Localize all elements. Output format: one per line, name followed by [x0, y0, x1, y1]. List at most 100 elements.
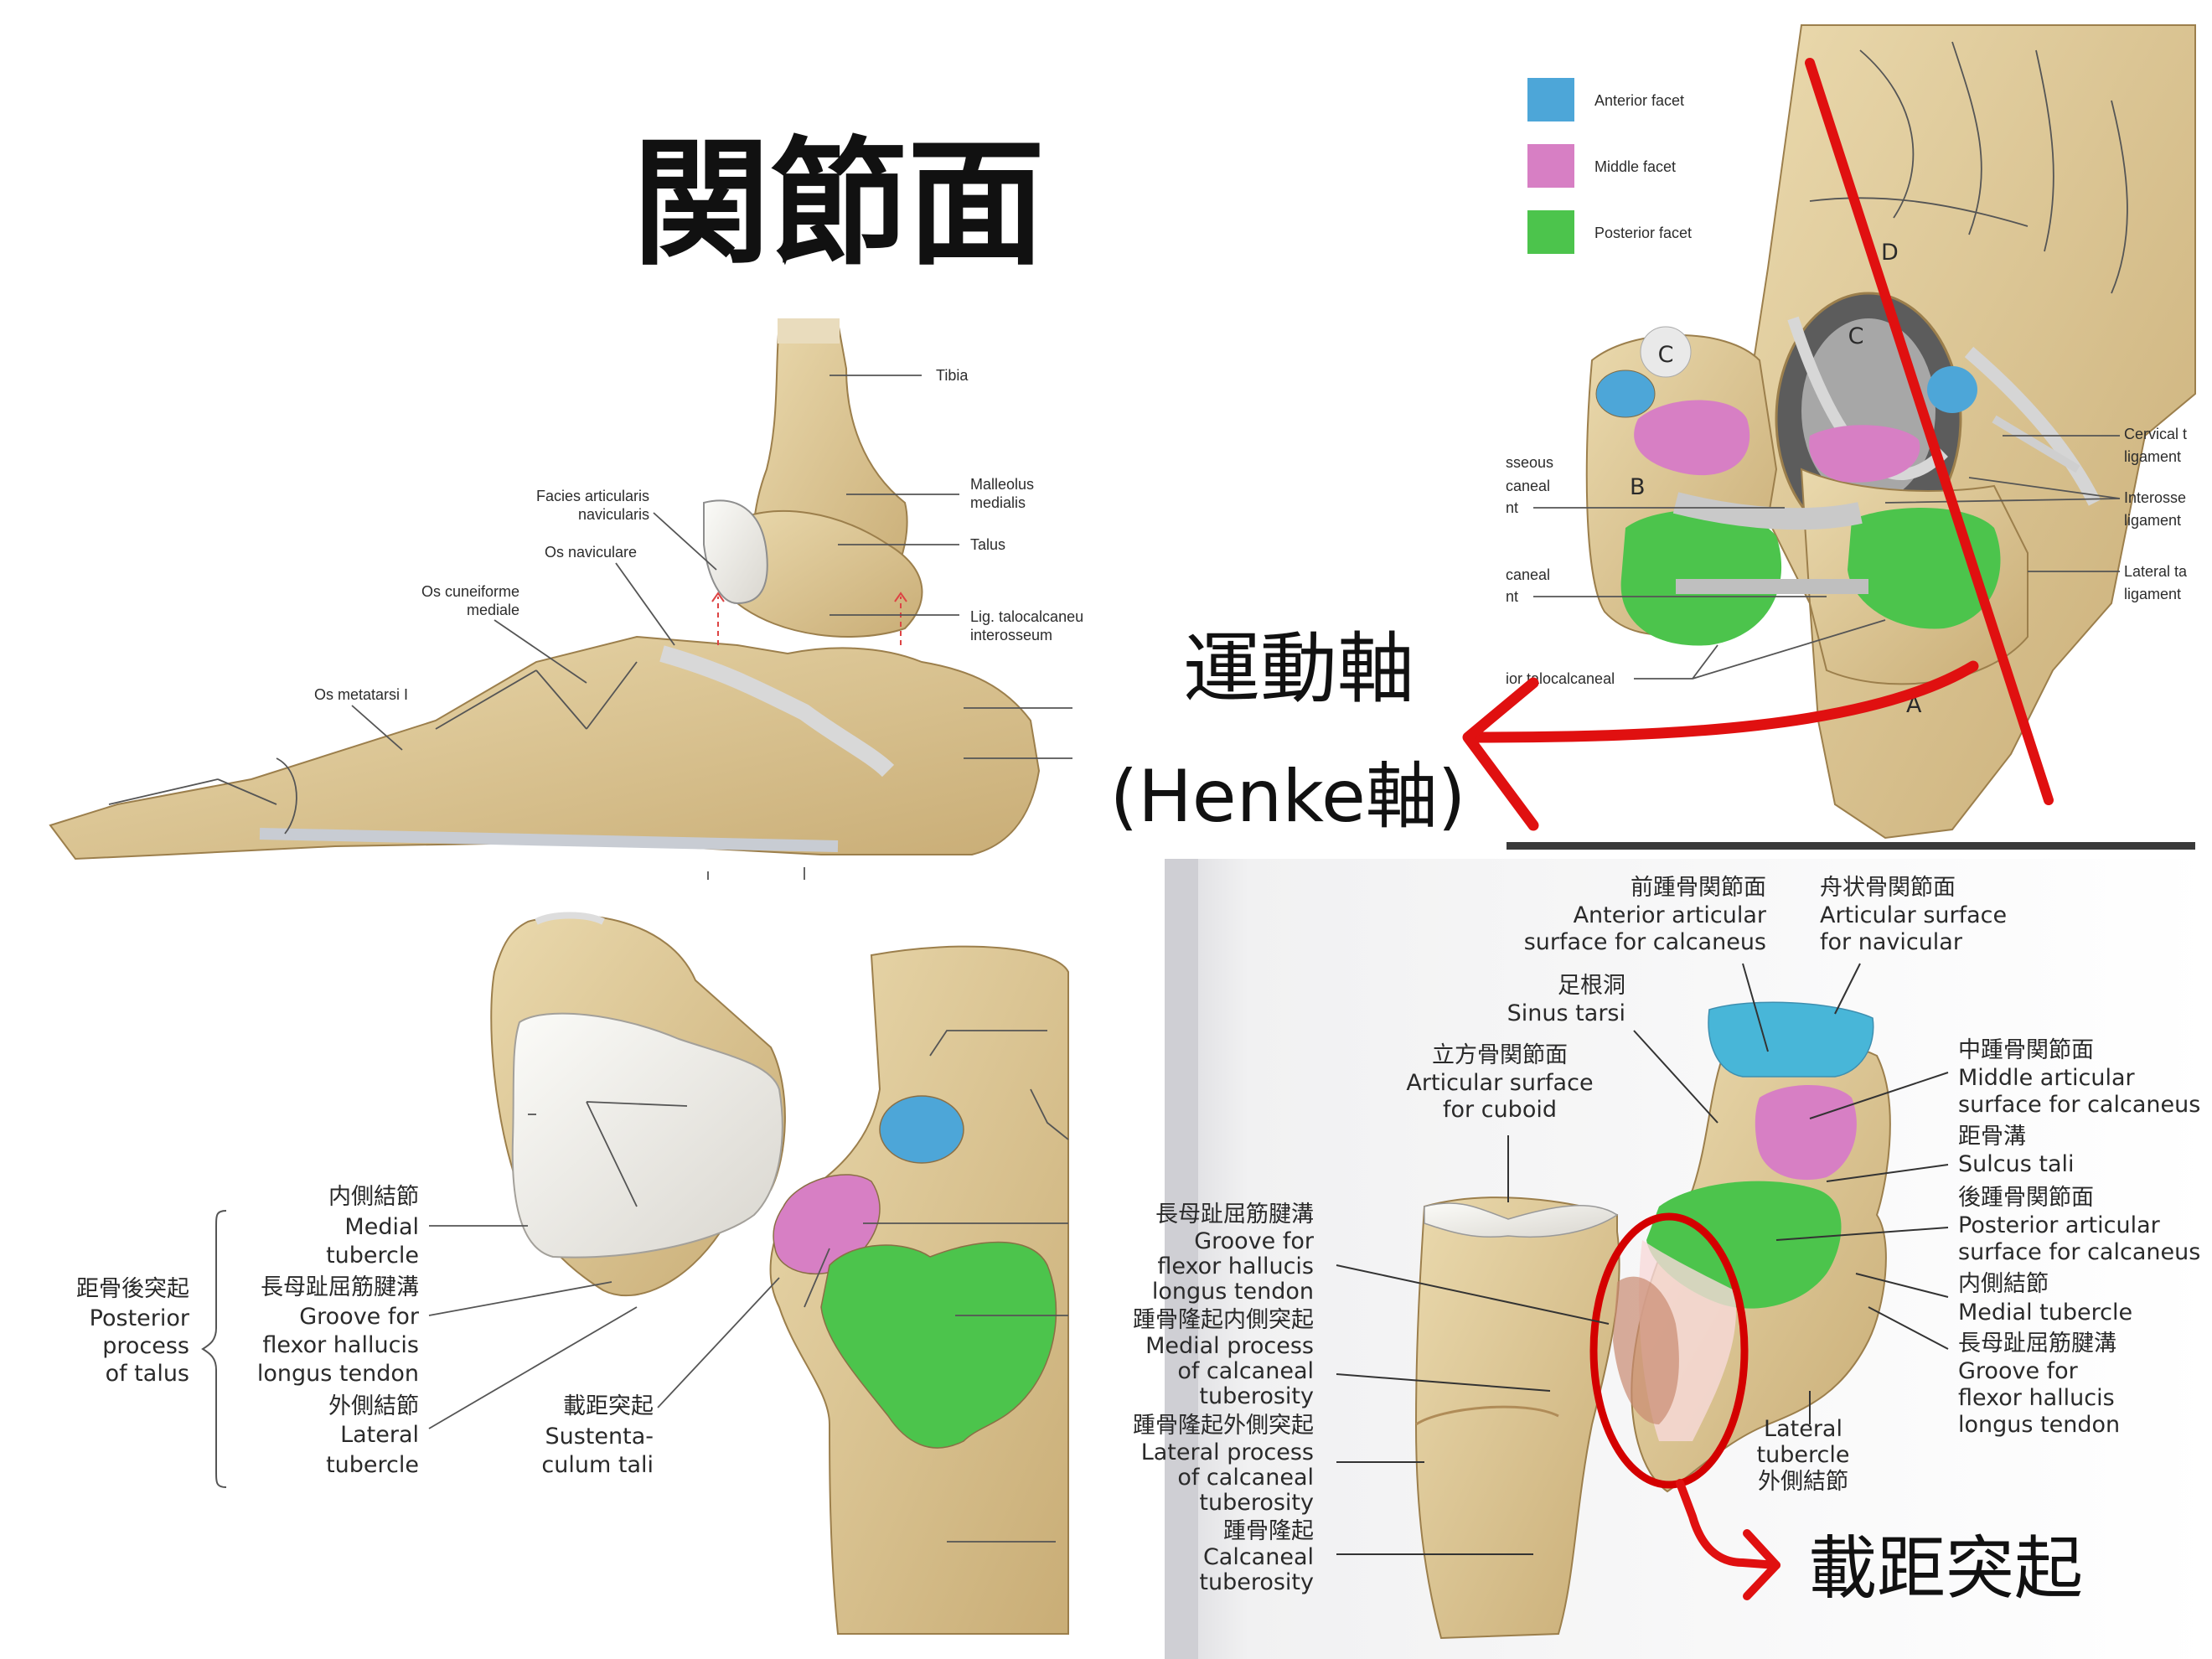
bl-lateral-1: Lateral: [340, 1422, 419, 1448]
br-lat-jp: 外側結節: [1758, 1469, 1848, 1495]
bl-groove-3: longus tendon: [257, 1361, 419, 1387]
facet-legend: Anterior facet Middle facet Posterior fa…: [1527, 78, 1692, 254]
henke-axis-line: [1805, 58, 2054, 805]
br-lp-jp: 踵骨隆起外側突起: [1133, 1413, 1314, 1439]
br-sulcus-jp: 距骨溝: [1958, 1124, 2026, 1150]
br-cuboid-jp: 立方骨関節面: [1432, 1042, 1568, 1068]
legend-swatch-anterior: [1527, 78, 1574, 121]
br-mp-2: of calcaneal: [1177, 1358, 1314, 1384]
br-ct-1: Calcaneal: [1203, 1544, 1314, 1570]
legend-swatch-posterior: [1527, 210, 1574, 254]
posterior-facet-left: [1620, 509, 1782, 646]
br-mid-1: Middle articular: [1958, 1065, 2136, 1091]
br-lp-3: tuberosity: [1199, 1490, 1314, 1516]
label-c-left: C: [1658, 342, 1674, 368]
br-nav-1: Articular surface: [1820, 902, 2007, 928]
label-cuneiforme-1: Os cuneiforme: [421, 583, 519, 600]
br-grv-3: longus tendon: [1958, 1412, 2120, 1438]
label-malleolus-2: medialis: [970, 494, 1026, 511]
br-cuboid-2: for cuboid: [1443, 1097, 1557, 1123]
anterior-facet-right: [1927, 366, 1977, 413]
page-title: 関節面: [633, 124, 1045, 284]
bl-sustent-1: Sustenta-: [545, 1424, 654, 1450]
label-talocalcaneal: ior talocalcaneal: [1506, 670, 1615, 687]
br-ct-jp: 踵骨隆起: [1223, 1518, 1314, 1544]
subtalar-panel: C C B A D Anterior facet Middle facet Po…: [1504, 24, 2196, 850]
bl-lateral-2: tubercle: [326, 1452, 419, 1478]
br-grv-1: Groove for: [1958, 1358, 2079, 1384]
legend-label-anterior: Anterior facet: [1594, 92, 1684, 109]
br-lg-1: Groove for: [1194, 1228, 1315, 1254]
br-ant-2: surface for calcaneus: [1524, 929, 1766, 955]
label-interosse-2: ligament: [2124, 512, 2181, 529]
callout-label: 載距突起: [1808, 1529, 2083, 1609]
legend-label-posterior: Posterior facet: [1594, 225, 1692, 241]
br-mid-jp: 中踵骨関節面: [1958, 1037, 2094, 1063]
label-os-metatarsi: Os metatarsi I: [314, 686, 408, 703]
label-cervical-1: Cervical t: [2124, 426, 2187, 442]
bl-medial-1: Medial: [344, 1214, 419, 1240]
posterior-process-bracket: [201, 1210, 227, 1488]
bl-medial-2: tubercle: [326, 1243, 419, 1269]
label-interosseous-3: nt: [1506, 499, 1518, 516]
br-mid-2: surface for calcaneus: [1958, 1092, 2200, 1118]
talus-trochlea: [511, 1012, 783, 1258]
sustentaculum-circle: [1589, 1212, 1749, 1489]
bl-groove-2: flexor hallucis: [262, 1332, 419, 1358]
label-interosseous-2: caneal: [1506, 478, 1550, 494]
label-malleolus-1: Malleolus: [970, 476, 1034, 493]
label-cuneiforme-2: mediale: [467, 602, 519, 618]
label-talus: Talus: [970, 536, 1005, 553]
br-cuboid-1: Articular surface: [1406, 1070, 1593, 1096]
label-lateral-ta-2: ligament: [2124, 586, 2181, 602]
br-lg-2: flexor hallucis: [1157, 1253, 1314, 1279]
anterior-facet-left: [1595, 370, 1656, 418]
br-lg-3: longus tendon: [1152, 1279, 1314, 1305]
label-calcaneal-2: nt: [1506, 588, 1518, 605]
label-c-right: C: [1848, 323, 1864, 349]
br-grv-jp: 長母趾屈筋腱溝: [1958, 1331, 2116, 1357]
legend-label-middle: Middle facet: [1594, 158, 1676, 175]
br-lat-2: tubercle: [1757, 1442, 1850, 1468]
label-facies-2: navicularis: [578, 506, 649, 523]
label-facies-1: Facies articularis: [536, 488, 649, 504]
axis-label-sub: (Henke軸): [1110, 755, 1466, 839]
posterior-facet-bl: [820, 1241, 1057, 1449]
bl-lateral-jp: 外側結節: [328, 1393, 419, 1419]
bl-medial-jp: 内側結節: [328, 1184, 419, 1210]
br-sinus-jp: 足根洞: [1558, 973, 1625, 999]
anterior-articular-surface: [1708, 1001, 1874, 1078]
bl-groove-jp: 長母趾屈筋腱溝: [261, 1274, 419, 1300]
label-interosseous-1: sseous: [1506, 454, 1553, 471]
br-ant-jp: 前踵骨関節面: [1631, 875, 1766, 901]
br-mp-1: Medial process: [1145, 1333, 1314, 1359]
label-calcaneal-1: caneal: [1506, 566, 1550, 583]
talus-calcaneus-posterior-diagram: 内側結節 Medial tubercle 長母趾屈筋腱溝 Groove for …: [76, 912, 1069, 1635]
medial-foot-diagram: Tibia Malleolus medialis Talus Facies ar…: [49, 318, 1083, 880]
legend-swatch-middle: [1527, 144, 1574, 188]
br-ct-2: tuberosity: [1199, 1569, 1314, 1595]
bl-sustent-2: culum tali: [541, 1452, 654, 1478]
bl-posterior-1: Posterior: [90, 1305, 190, 1331]
bl-posterior-jp: 距骨後突起: [76, 1276, 189, 1302]
br-lp-1: Lateral process: [1141, 1439, 1314, 1465]
br-grv-2: flexor hallucis: [1958, 1385, 2115, 1411]
anterior-facet-bl: [879, 1095, 964, 1164]
br-ant-1: Anterior articular: [1574, 902, 1767, 928]
label-lig-1: Lig. talocalcaneu: [970, 608, 1083, 625]
axis-arrow: [1462, 660, 1979, 831]
br-mp-jp: 踵骨隆起内側突起: [1133, 1307, 1314, 1333]
label-d: D: [1881, 240, 1899, 266]
label-os-naviculare: Os naviculare: [545, 544, 637, 561]
br-post-jp: 後踵骨関節面: [1958, 1185, 2094, 1211]
br-medtub-jp: 内側結節: [1958, 1271, 2049, 1297]
br-post-1: Posterior articular: [1958, 1212, 2161, 1238]
middle-facet-right: [1809, 425, 1920, 483]
calcaneus-superior-diagram: 前踵骨関節面 Anterior articular surface for ca…: [1133, 859, 2212, 1659]
br-lg-jp: 長母趾屈筋腱溝: [1155, 1202, 1314, 1227]
br-lat-1: Lateral: [1764, 1416, 1842, 1442]
br-post-2: surface for calcaneus: [1958, 1239, 2200, 1265]
label-tibia: Tibia: [936, 367, 969, 384]
label-cervical-2: ligament: [2124, 448, 2181, 465]
